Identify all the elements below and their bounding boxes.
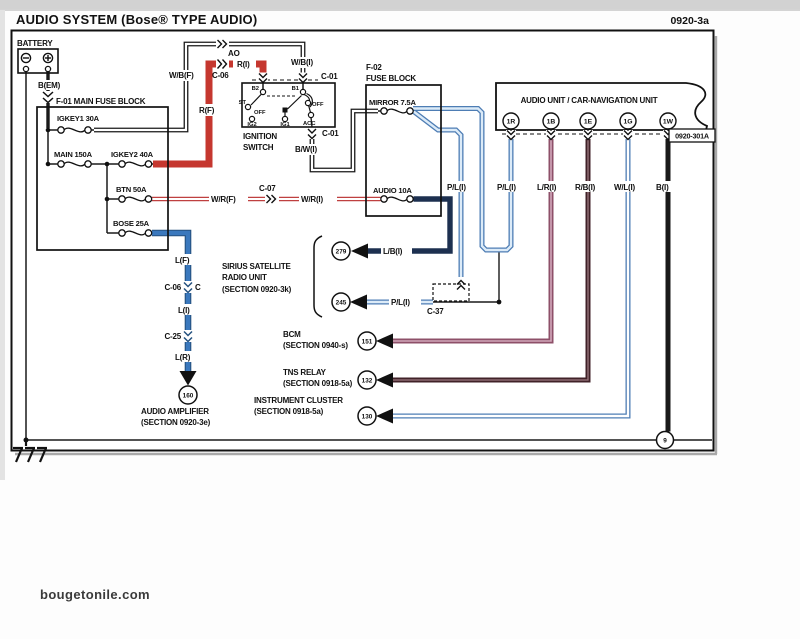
wire-wb xyxy=(94,41,306,133)
conn-label-c25: C-25 xyxy=(164,332,181,341)
page-code: 0920-3a xyxy=(670,15,709,27)
pin-9-ground: 9 xyxy=(663,438,667,445)
battery-label: BATTERY xyxy=(17,39,53,48)
tns-section: (SECTION 0918-5a) xyxy=(283,379,353,388)
wire-label-lf: L(F) xyxy=(175,256,190,265)
fuse-label-bose: BOSE 25A xyxy=(113,219,150,228)
wire-rb-brown xyxy=(393,138,592,384)
ign-pin-b2: B2 xyxy=(252,86,259,92)
wire-label-bem: B(EM) xyxy=(38,81,61,90)
audio-unit-title: AUDIO UNIT / CAR-NAVIGATION UNIT xyxy=(521,96,658,105)
conn-label-c01-bottom: C-01 xyxy=(322,129,339,138)
ignition-name-1: IGNITION xyxy=(243,132,277,141)
wire-label-lr: L(R) xyxy=(175,353,191,362)
battery-terminals xyxy=(20,52,54,73)
ground-symbol xyxy=(13,440,48,463)
pin-130: 130 xyxy=(362,413,373,420)
fuse-label-audio: AUDIO 10A xyxy=(373,186,412,195)
pin-132: 132 xyxy=(362,377,373,384)
sirius-name-2: RADIO UNIT xyxy=(222,273,267,282)
audio-pin-1r: 1R xyxy=(507,119,516,126)
ignition-name-2: SWITCH xyxy=(243,143,274,152)
ign-pin-b1: B1 xyxy=(292,86,300,92)
wire-label-rbi: R/B(I) xyxy=(575,183,596,192)
ignition-switch-internals xyxy=(244,88,315,128)
fuse-label-main: MAIN 150A xyxy=(54,150,93,159)
fuse-label-igkey2: IGKEY2 40A xyxy=(111,150,154,159)
conn-label-c01-top: C-01 xyxy=(321,72,338,81)
audio-unit-pins xyxy=(502,112,677,131)
audio-pin-1w: 1W xyxy=(663,119,674,126)
wire-label-wbi: W/B(I) xyxy=(291,58,313,67)
conn-label-c06: C-06 xyxy=(212,71,229,80)
wire-label-li: L(I) xyxy=(178,306,190,315)
sirius-name-1: SIRIUS SATELLITE xyxy=(222,262,292,271)
conn-label-c06-mate: C xyxy=(195,283,201,292)
pin-245: 245 xyxy=(336,299,347,306)
wire-label-bi: B(I) xyxy=(656,183,669,192)
wire-label-wrf: W/R(F) xyxy=(211,195,236,204)
page-title: AUDIO SYSTEM (Bose® TYPE AUDIO) xyxy=(16,12,257,27)
bcm-section: (SECTION 0940-s) xyxy=(283,341,348,350)
audio-pin-1b: 1B xyxy=(547,119,556,126)
wire-label-lbi: L/B(I) xyxy=(383,247,403,256)
fuse-label-btn: BTN 50A xyxy=(116,185,147,194)
wire-label-pli-c: P/L(I) xyxy=(497,183,516,192)
sirius-unit-bracket xyxy=(313,235,323,318)
f02-name-1: F-02 xyxy=(366,63,382,72)
wire-label-pli-a: P/L(I) xyxy=(447,183,466,192)
ign-pin-st: ST xyxy=(239,100,247,106)
inline-connectors xyxy=(42,39,673,343)
wire-label-ri: R(I) xyxy=(237,60,250,69)
cluster-name: INSTRUMENT CLUSTER xyxy=(254,396,343,405)
ign-pin-ig2: IG2 xyxy=(247,122,256,128)
conn-label-c37: C-37 xyxy=(427,307,444,316)
f01-title: F-01 MAIN FUSE BLOCK xyxy=(56,97,146,106)
f02-name-2: FUSE BLOCK xyxy=(366,74,416,83)
wire-label-wbf: W/B(F) xyxy=(169,71,194,80)
ign-pin-acc: ACC xyxy=(303,121,316,127)
wire-wl xyxy=(393,138,631,419)
pin-151: 151 xyxy=(362,338,373,345)
cluster-section: (SECTION 0918-5a) xyxy=(254,407,324,416)
wire-label-rf: R(F) xyxy=(199,106,215,115)
ign-pin-ig1: IG1 xyxy=(280,122,290,128)
wire-label-wli: W/L(I) xyxy=(614,183,636,192)
c37-connector-box xyxy=(432,283,470,302)
harness-ref-box xyxy=(668,128,716,143)
audio-pin-1g: 1G xyxy=(623,119,632,126)
ign-pin-off-right: OFF xyxy=(312,102,324,108)
fuse-waves xyxy=(63,108,408,236)
wire-label-wri: W/R(I) xyxy=(301,195,323,204)
pin-160: 160 xyxy=(183,392,194,399)
watermark-text: bougetonile.com xyxy=(40,587,150,602)
wire-r-power xyxy=(153,60,267,168)
flow-arrows xyxy=(179,243,393,424)
fuse-label-igkey1: IGKEY1 30A xyxy=(57,114,100,123)
label-backgrounds xyxy=(36,57,677,362)
ign-pin-off-left: OFF xyxy=(254,110,266,116)
wire-label-bwi: B/W(I) xyxy=(295,145,317,154)
tns-name: TNS RELAY xyxy=(283,368,327,377)
audio-pin-1e: 1E xyxy=(584,119,593,126)
fuse-label-mirror: MIRROR 7.5A xyxy=(369,98,416,107)
conn-label-ao: AO xyxy=(228,49,240,58)
amp-section: (SECTION 0920-3e) xyxy=(141,418,211,427)
pin-circles xyxy=(178,241,675,450)
conn-label-c07: C-07 xyxy=(259,184,276,193)
bcm-name: BCM xyxy=(283,330,301,339)
conn-label-c06-blue: C-06 xyxy=(164,283,181,292)
sirius-section: (SECTION 0920-3k) xyxy=(222,285,292,294)
wire-bw xyxy=(309,108,378,173)
wire-label-pli-b: P/L(I) xyxy=(391,298,410,307)
amp-name: AUDIO AMPLIFIER xyxy=(141,407,209,416)
pin-279: 279 xyxy=(336,248,347,255)
wire-label-lri: L/R(I) xyxy=(537,183,557,192)
harness-ref-label: 0920-301A xyxy=(675,132,709,141)
wire-l-blue xyxy=(152,229,192,371)
wire-lr-maroon xyxy=(393,138,555,345)
